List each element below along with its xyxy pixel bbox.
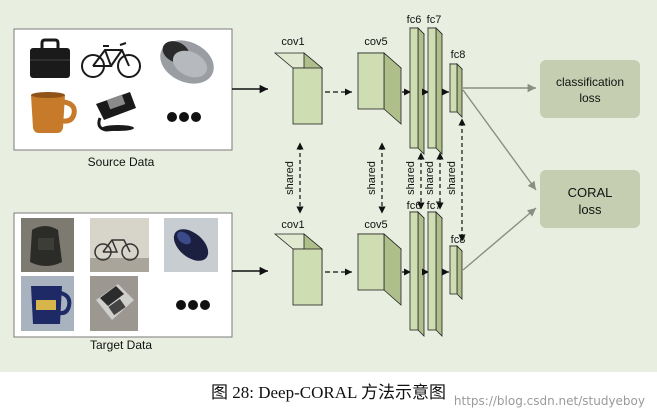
shared-label-fc8: shared xyxy=(446,161,458,195)
mouse-icon xyxy=(160,40,214,84)
briefcase-icon xyxy=(30,38,70,78)
fc7-layer-top xyxy=(427,27,443,155)
conv5-label-top: cov5 xyxy=(364,36,387,48)
deep-coral-diagram: Source Data xyxy=(13,14,640,352)
bicycle-photo xyxy=(90,218,149,272)
shared-label-conv5: shared xyxy=(366,161,378,195)
conv5-block-bottom xyxy=(356,233,403,306)
shared-conv5: shared xyxy=(366,142,386,214)
conv1-block-top xyxy=(273,52,324,125)
fc8-layer-bottom xyxy=(449,245,463,300)
phone-photo xyxy=(90,276,138,331)
watermark: https://blog.csdn.net/studyeboy xyxy=(453,394,645,408)
conv1-label-bottom: cov1 xyxy=(281,219,304,231)
coral-loss-box: CORAL loss xyxy=(540,170,640,228)
fc8-label-bottom: fc8 xyxy=(451,234,466,246)
ellipsis-dots xyxy=(167,112,201,122)
conv5-block-top xyxy=(356,52,403,125)
backpack-photo xyxy=(21,218,74,272)
ellipsis-dots-target xyxy=(176,300,210,310)
shared-fc7: shared xyxy=(424,152,444,210)
conv5-label-bottom: cov5 xyxy=(364,219,387,231)
shared-label-conv1: shared xyxy=(284,161,296,195)
shared-fc8: shared xyxy=(446,118,466,242)
fc8-top-to-coral-arrow xyxy=(462,89,537,191)
source-data-label: Source Data xyxy=(88,155,155,169)
fc8-label-top: fc8 xyxy=(451,49,466,61)
fc6-layer-top xyxy=(409,27,425,155)
mug-icon xyxy=(31,92,77,133)
bicycle-icon xyxy=(81,42,141,78)
fc7-layer-bottom xyxy=(427,211,443,337)
phone-icon xyxy=(96,92,136,132)
conv1-label-top: cov1 xyxy=(281,36,304,48)
fc7-label-top: fc7 xyxy=(427,14,442,26)
shared-label-fc6: shared xyxy=(405,161,417,195)
fc8-layer-top xyxy=(449,63,463,118)
fc6-label-bottom: fc6 xyxy=(407,200,422,212)
mouse-photo xyxy=(164,218,218,272)
source-data-panel: Source Data xyxy=(13,28,233,169)
fc7-label-bottom: fc7 xyxy=(427,200,442,212)
shared-conv1: shared xyxy=(284,142,304,214)
classification-loss-line2: loss xyxy=(579,91,600,105)
shared-label-fc7: shared xyxy=(424,161,436,195)
mug-photo xyxy=(21,276,74,331)
classification-loss-line1: classification xyxy=(556,75,624,89)
target-data-label: Target Data xyxy=(90,338,152,352)
classification-loss-box: classification loss xyxy=(540,60,640,118)
figure-caption: 图 28: Deep-CORAL 方法示意图 xyxy=(211,383,446,402)
target-data-panel: Target Data xyxy=(13,212,233,352)
shared-fc6: shared xyxy=(405,152,425,210)
fc8-bottom-to-coral-arrow xyxy=(462,207,537,271)
coral-loss-line2: loss xyxy=(578,202,602,217)
fc6-layer-bottom xyxy=(409,211,425,337)
conv1-block-bottom xyxy=(273,233,324,306)
fc6-label-top: fc6 xyxy=(407,14,422,26)
coral-loss-line1: CORAL xyxy=(568,185,613,200)
